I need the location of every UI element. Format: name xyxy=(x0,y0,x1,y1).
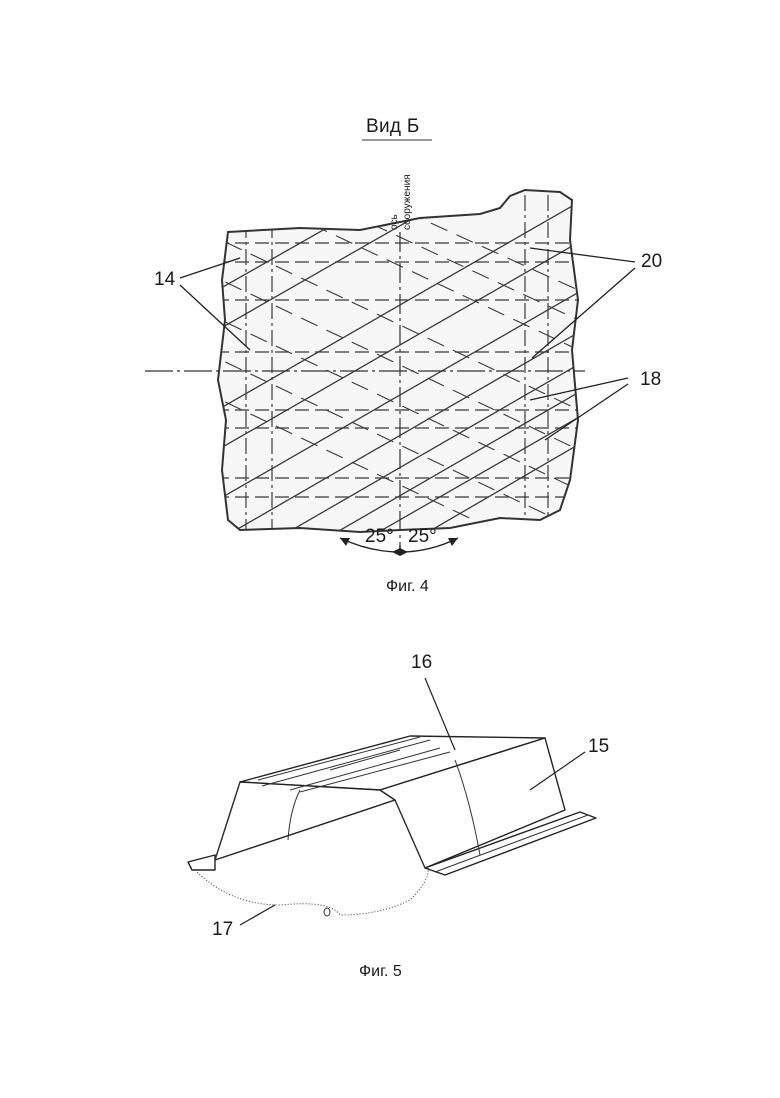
profile-left-wall xyxy=(215,782,395,860)
ref-16: 16 xyxy=(411,652,432,674)
ref-15: 15 xyxy=(588,736,609,758)
profile-left-flange xyxy=(188,855,215,870)
ref-17: 17 xyxy=(212,919,233,941)
figure-5-caption: Фиг. 5 xyxy=(359,963,402,981)
leader-17 xyxy=(240,905,275,925)
